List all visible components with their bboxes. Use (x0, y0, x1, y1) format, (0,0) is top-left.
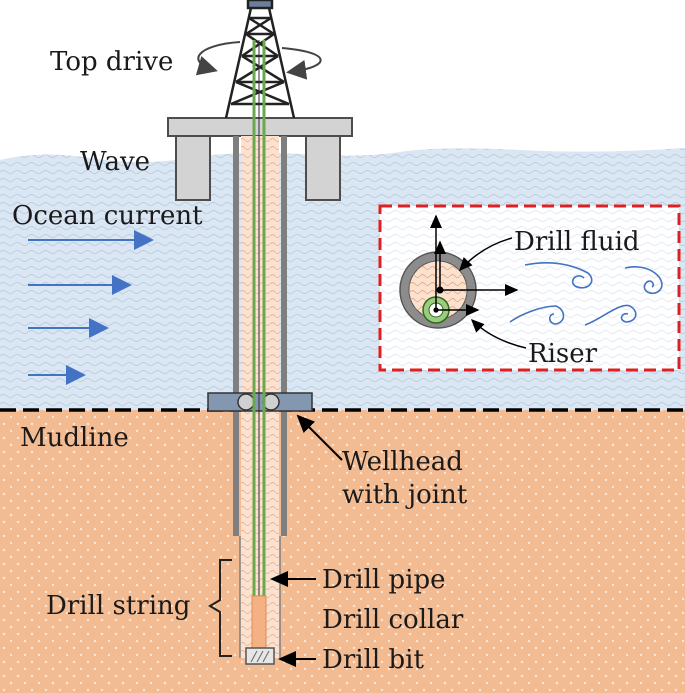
joint-circle (237, 393, 255, 411)
riser-column (233, 136, 287, 536)
rotation-arrow-icon (195, 41, 322, 80)
ocean-current-label: Ocean current (12, 201, 203, 231)
drill-pipe-label: Drill pipe (322, 565, 445, 595)
top-drive-label: Top drive (50, 47, 173, 77)
drill-string-label: Drill string (46, 591, 190, 621)
platform-deck (167, 117, 353, 137)
drill-pipe (252, 40, 266, 596)
spiral-vortex-icon (524, 261, 593, 289)
spiral-vortex-icon (624, 266, 663, 295)
drill-bit (245, 647, 275, 665)
wellhead-with-joint (207, 392, 313, 412)
riser-label: Riser (528, 339, 598, 369)
platform (167, 117, 353, 201)
spiral-vortex-icon (584, 304, 637, 326)
spiral-vortex-icon (509, 305, 565, 325)
riser-pointer (470, 318, 527, 349)
ocean-current-arrows (28, 230, 154, 385)
wave-label: Wave (80, 147, 150, 177)
wellhead-pointer (296, 414, 343, 461)
drill-collar-label: Drill collar (322, 605, 464, 635)
drill-fluid-label: Drill fluid (514, 227, 640, 257)
drill-fluid-pointer (458, 237, 513, 272)
derrick (224, 0, 296, 119)
platform-leg-left (175, 135, 211, 201)
drill-collar (251, 595, 267, 649)
mudline-label: Mudline (20, 423, 129, 453)
drill-string-bracket (208, 559, 232, 657)
platform-leg-right (305, 135, 341, 201)
wellhead-label-line1: Wellhead (342, 447, 463, 477)
drill-bit-label: Drill bit (322, 645, 424, 675)
seabed-soil (0, 410, 685, 693)
cross-section-inset (378, 204, 681, 372)
wellhead-label-line2: with joint (342, 480, 468, 510)
